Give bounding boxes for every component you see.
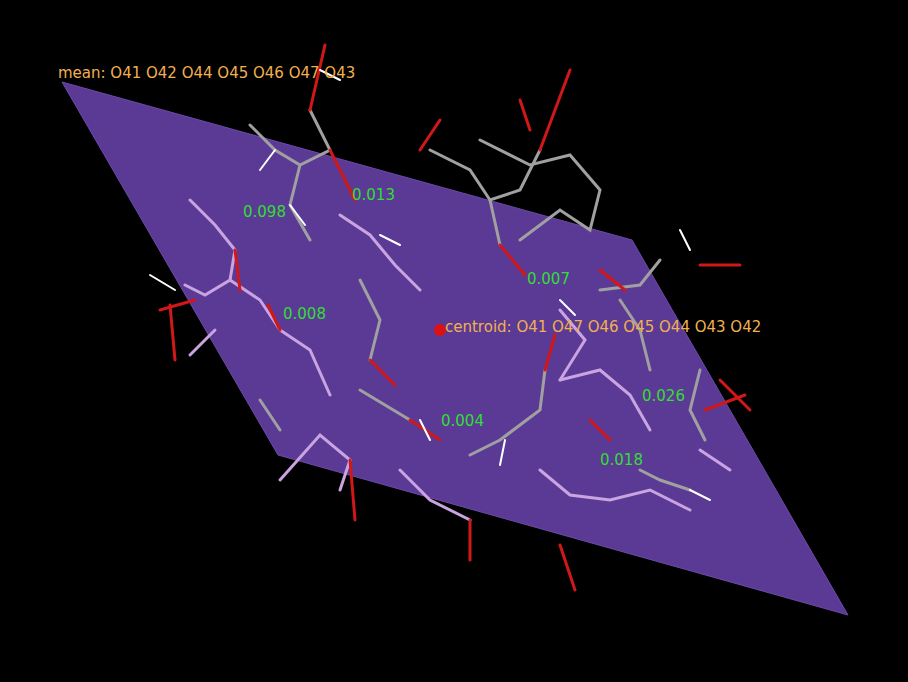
distance-value: 0.026 <box>642 387 685 405</box>
centroid-label: centroid: O41 O47 O46 O45 O44 O43 O42 <box>445 318 761 336</box>
distance-value: 0.004 <box>441 412 484 430</box>
distance-value: 0.018 <box>600 451 643 469</box>
distance-value: 0.007 <box>527 270 570 288</box>
plane-label: mean: O41 O42 O44 O45 O46 O47 O43 <box>58 64 355 82</box>
distance-value: 0.098 <box>243 203 286 221</box>
distance-value: 0.008 <box>283 305 326 323</box>
centroid-dot <box>434 324 446 336</box>
mean-plane <box>62 82 848 615</box>
distance-value: 0.013 <box>352 186 395 204</box>
